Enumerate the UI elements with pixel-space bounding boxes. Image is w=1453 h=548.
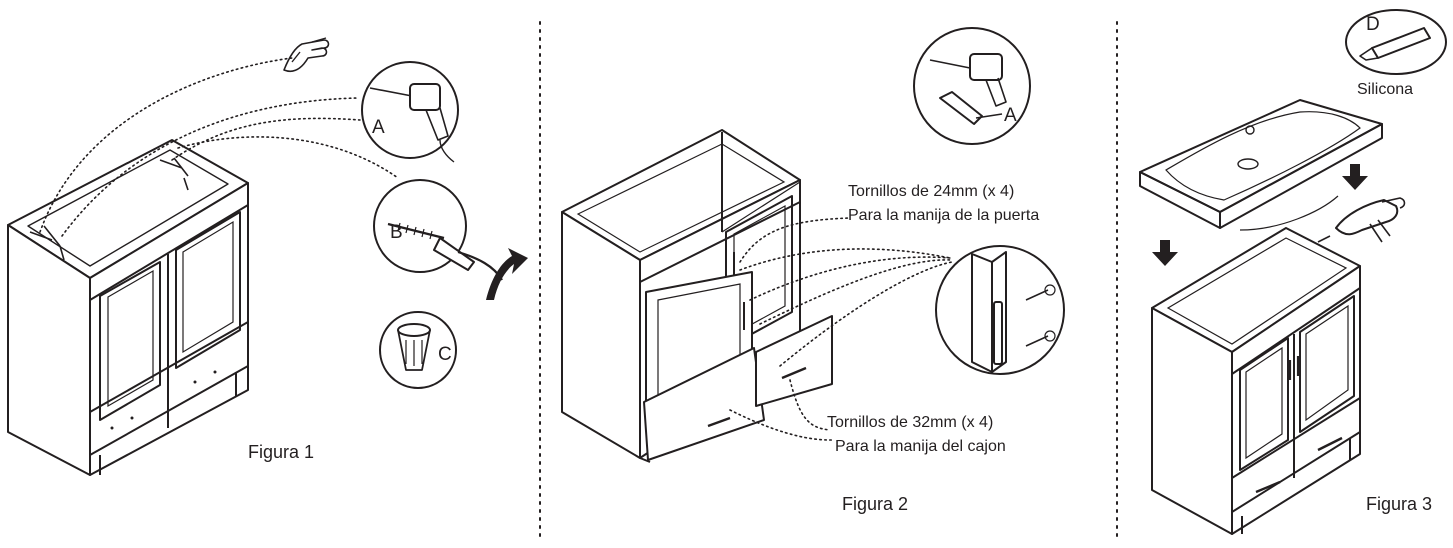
rotate-arrow-icon [486,248,528,300]
fig3-silicone-label: D [1366,14,1380,35]
fig2-tools-label: A [1004,105,1017,126]
down-arrow-icon [1152,240,1178,266]
fig3-cabinet [1151,227,1361,535]
fig1-cabinet [7,139,249,476]
down-arrow-icon [1342,164,1368,190]
screw-icon [387,222,503,281]
silicone-gun-icon [1317,197,1406,243]
figure-1-caption: Figura 1 [248,442,314,462]
figure-1: A B C Figura 1 [7,37,528,476]
fig2-cabinet [561,129,833,463]
drawer-screw-note-line2: Para la manija del cajon [835,438,1006,455]
figure-3-caption: Figura 3 [1366,494,1432,514]
screw-tool-circle: B [373,179,503,281]
drill-icon [369,83,455,163]
figure-2-caption: Figura 2 [842,494,908,514]
anchor-tool-circle: C [379,311,457,389]
silicone-label: Silicona [1357,81,1413,98]
hand-icon [283,37,330,73]
handle-detail-circle [935,245,1065,375]
drill-icon [929,53,1007,107]
sink-basin [1139,99,1383,231]
drill-tool-circle: A [361,61,459,163]
silicone-tube-icon [1359,27,1431,61]
figure-2: A Tornillos de 24mm (x 4) Para la manija… [561,27,1065,514]
silicone-tool-oval: D [1345,9,1447,75]
fig1-anchor-label: C [438,344,452,365]
fig1-drill-label: A [372,117,385,138]
wall-anchor-icon [397,323,431,371]
door-screw-note-line1: Tornillos de 24mm (x 4) [848,183,1014,200]
figure-3: D Silicona [1139,9,1447,535]
door-screw-note-line2: Para la manija de la puerta [848,207,1039,224]
fig2-tools-circle: A [913,27,1031,145]
screwdriver-icon [939,91,1003,125]
fig1-screw-label: B [390,222,403,243]
drawer-screw-note-line1: Tornillos de 32mm (x 4) [827,414,993,431]
